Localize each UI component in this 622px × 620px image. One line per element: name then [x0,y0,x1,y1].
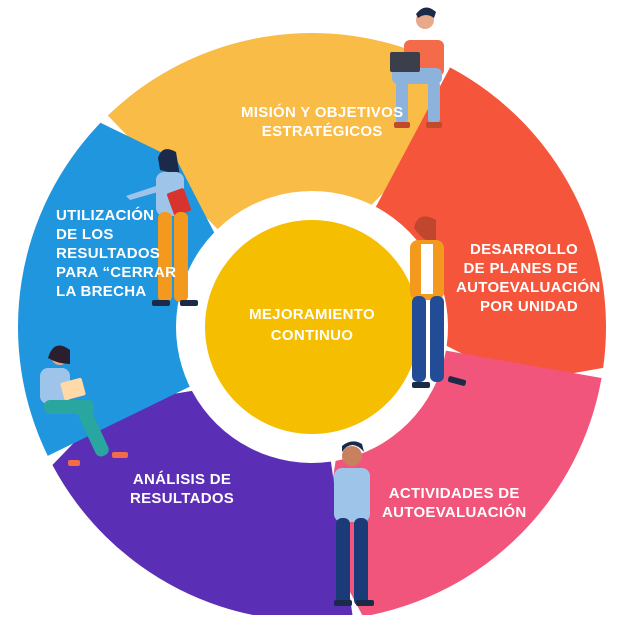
segment-label-mision: MISIÓN Y OBJETIVOS ESTRATÉGICOS [241,104,404,140]
person-reading-illustration [40,345,128,466]
segment-label-analisis: ANÁLISIS DE RESULTADOS [130,471,235,507]
center-circle [205,220,419,434]
person-orange-jacket-illustration [410,216,467,388]
segment-analisis [52,390,353,620]
segment-label-desarrollo: DESARROLLO DE PLANES DE AUTOEVALUACIÓN P… [456,241,601,315]
segment-desarrollo [375,67,606,383]
person-thinking-illustration [334,441,374,606]
segment-actividades [323,350,602,617]
segment-label-utilizacion: UTILIZACIÓN DE LOS RESULTADOS PARA “CERR… [56,207,177,300]
person-laptop-illustration [390,7,444,128]
center-label: MEJORAMIENTO CONTINUO [249,306,375,344]
person-folder-illustration [126,149,198,306]
segment-label-actividades: ACTIVIDADES DE AUTOEVALUACIÓN [382,485,527,521]
segment-mision [107,33,441,230]
